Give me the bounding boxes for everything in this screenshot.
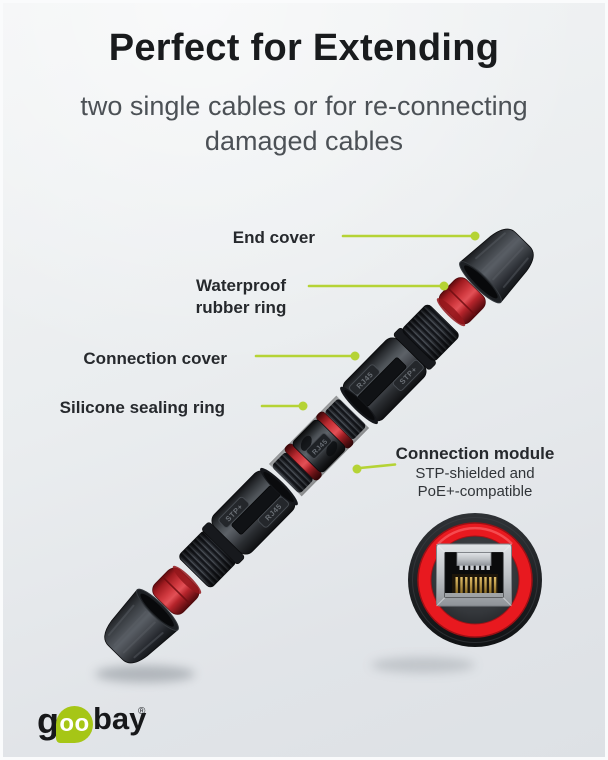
leader-dot-end-cover [470, 231, 480, 241]
logo-speech-bubble: oo [56, 706, 93, 743]
leader-dot-waterproof [439, 281, 449, 291]
logo-letters-bay: bay [93, 701, 147, 736]
label-waterproof-line-2: rubber ring [195, 298, 287, 317]
rj45-jack [436, 543, 512, 607]
label-module-title: Connection module [395, 444, 555, 463]
shadow-under-inset [371, 657, 475, 673]
subtitle-line-2: damaged cables [204, 126, 404, 156]
label-waterproof-rubber-ring: Waterproof rubber ring [163, 275, 319, 319]
registered-trademark-symbol: ® [138, 706, 146, 717]
connection-cover-upper: RJ45 STP+ [340, 304, 459, 425]
sealing-coupler: RJ45 [268, 395, 370, 497]
subtitle-line-1: two single cables or for re-connecting [80, 91, 528, 121]
logo-letters-oo: oo [59, 709, 90, 737]
label-module-sub-2: PoE+-compatible [417, 483, 533, 500]
end-cover-bottom [104, 588, 179, 664]
label-connection-module: Connection module STP-shielded and PoE+-… [383, 443, 567, 501]
shadow-under-end-cap [95, 665, 195, 683]
leader-line-module [358, 463, 397, 470]
leader-dot-module [352, 464, 362, 474]
rubber-ring-top [436, 277, 486, 327]
rj45-gold-pins [455, 577, 497, 593]
leader-dots [298, 231, 480, 474]
label-waterproof-line-1: Waterproof [195, 276, 287, 295]
label-module-sub-1: STP-shielded and [415, 465, 535, 482]
leader-dot-silicone [298, 401, 308, 411]
page-title: Perfect for Extending [108, 27, 500, 69]
end-cover-top [459, 228, 534, 304]
rj45-module-inset [408, 513, 542, 647]
label-connection-cover: Connection cover [83, 349, 227, 368]
rubber-ring-bottom [152, 565, 202, 615]
leader-lines [254, 234, 474, 470]
goobay-logo: g oo bay ® [37, 701, 149, 749]
leader-dot-connection-cover [350, 351, 360, 361]
label-silicone-sealing-ring: Silicone sealing ring [59, 398, 225, 417]
page-subtitle: two single cables or for re-connecting d… [3, 89, 605, 159]
connection-cover-lower: STP+ RJ45 [179, 467, 298, 588]
exploded-connector-diagram: STP+ RJ45 RJ45 [95, 228, 542, 683]
logo-letter-g: g [37, 700, 59, 741]
label-end-cover: End cover [232, 228, 315, 247]
